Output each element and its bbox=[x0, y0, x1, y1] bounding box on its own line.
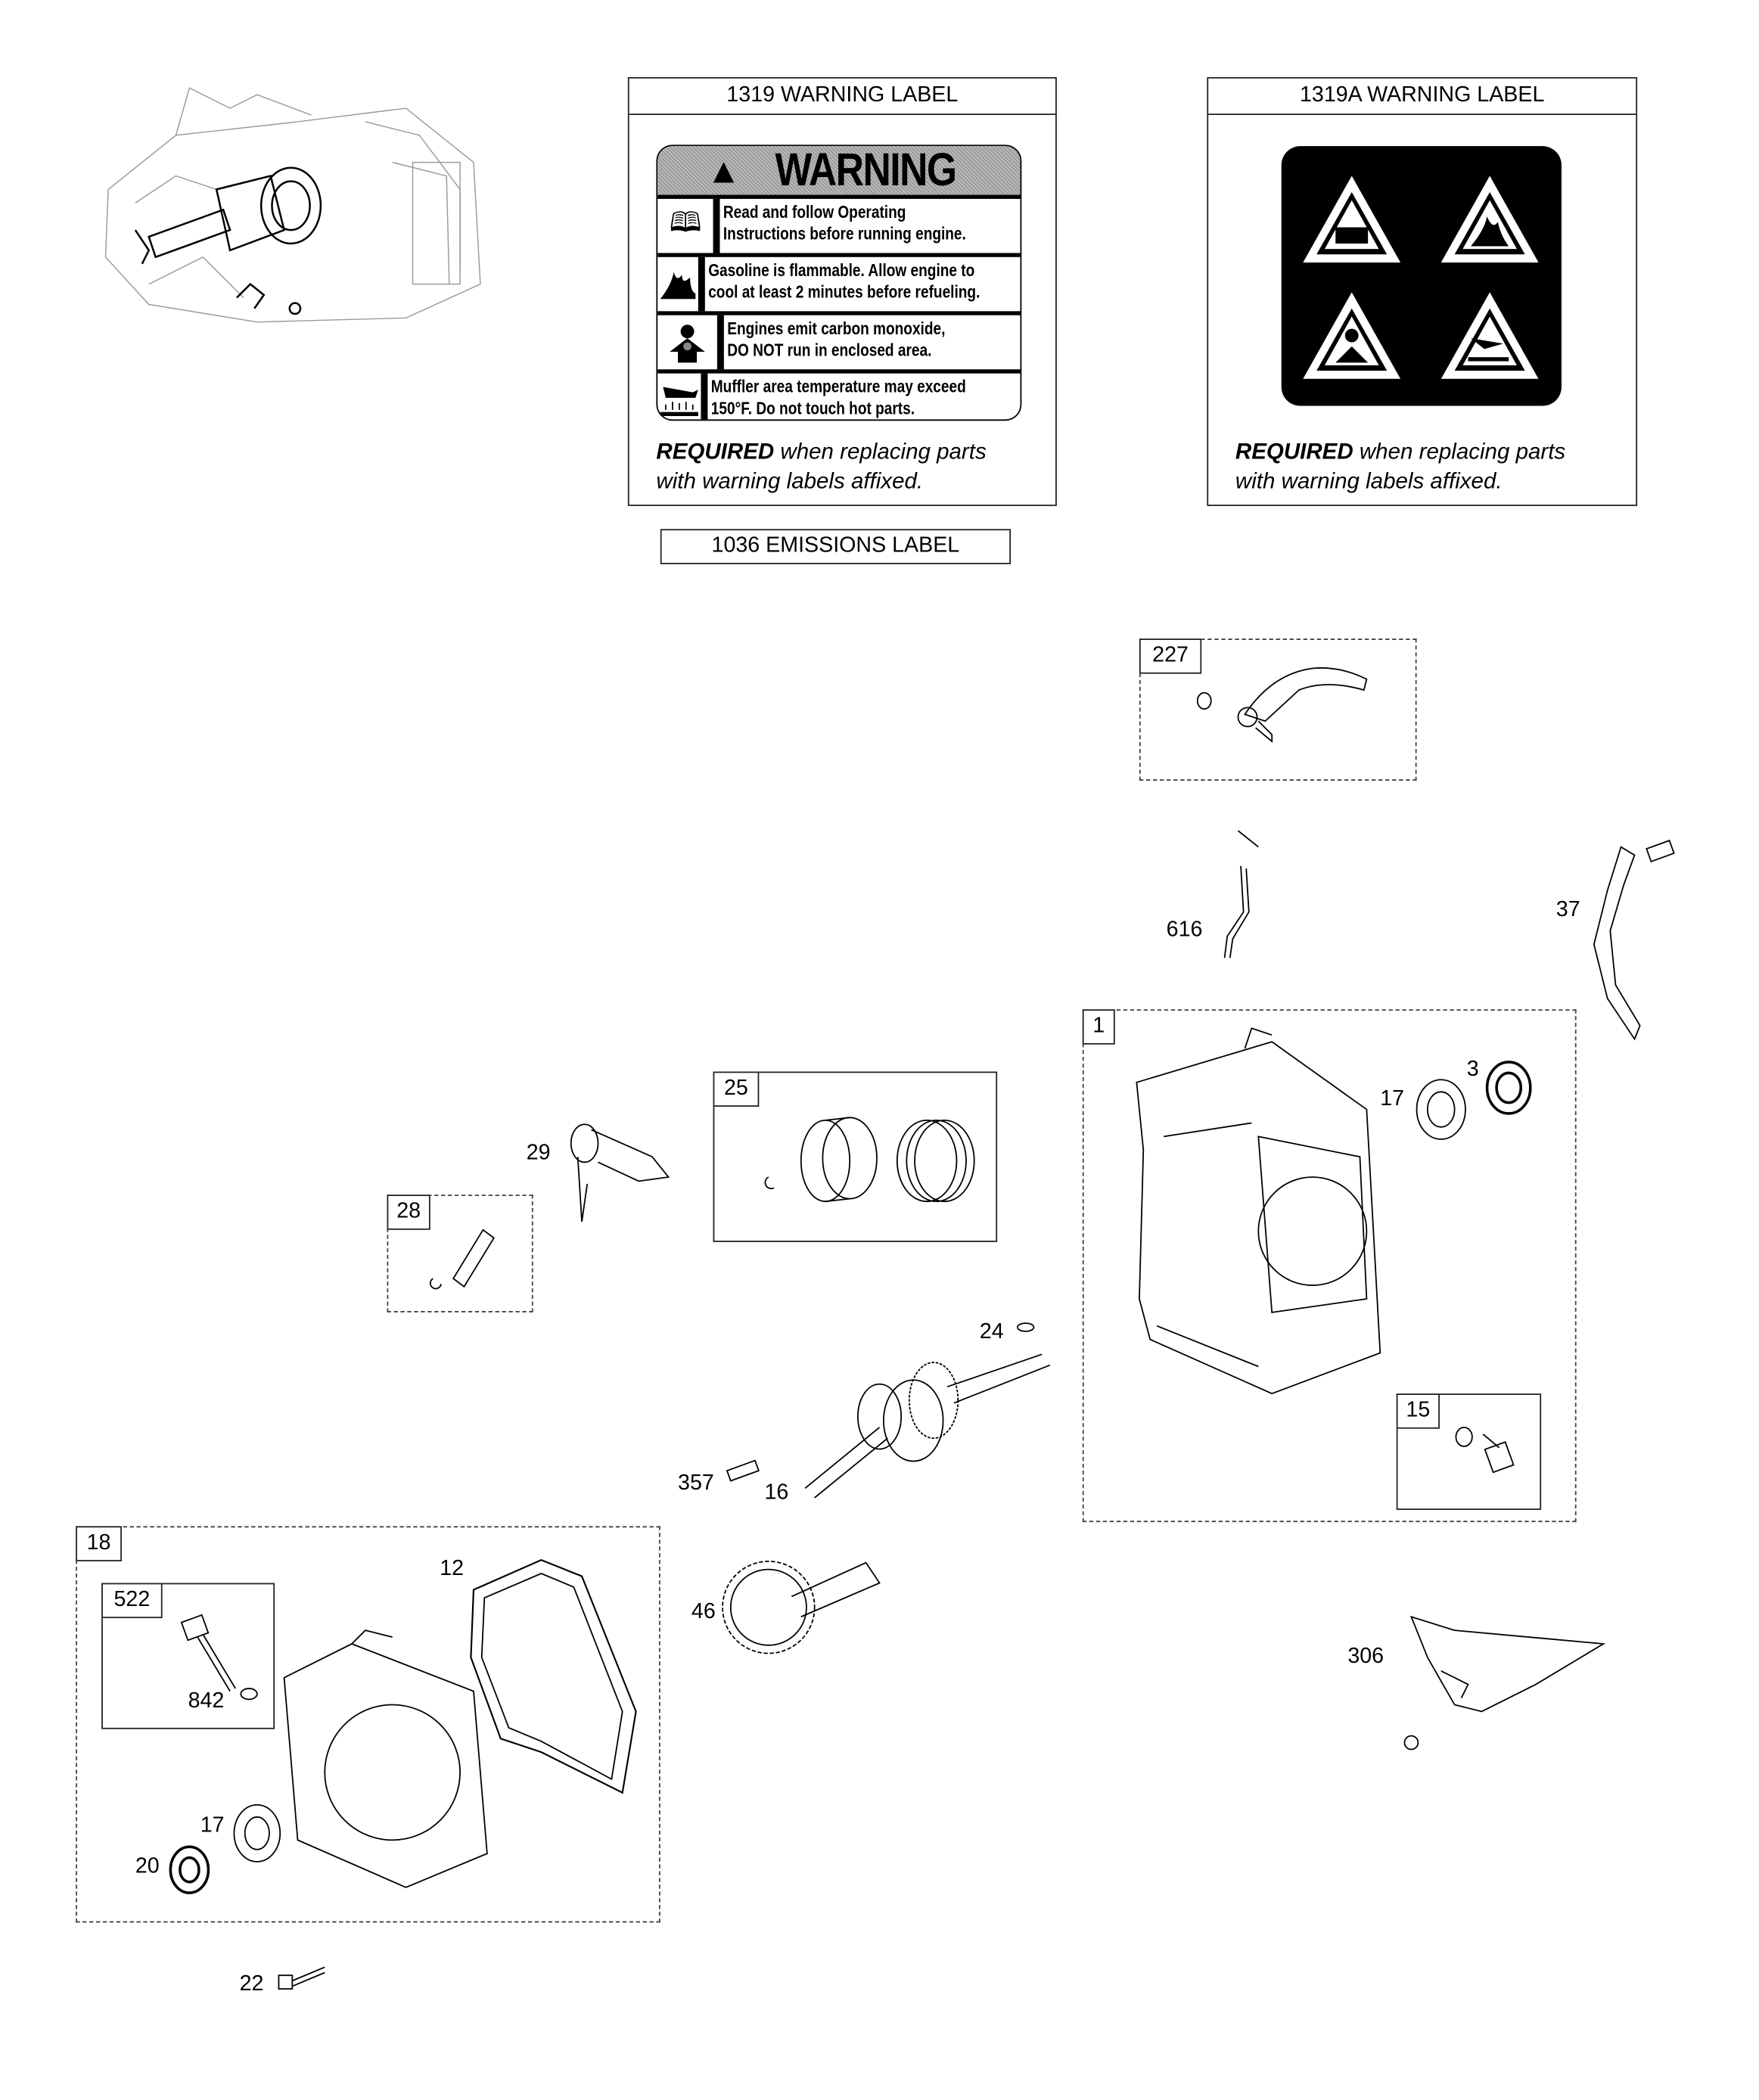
kit-15-group bbox=[1396, 1393, 1542, 1510]
kit-1-crankcase-group bbox=[1082, 1009, 1577, 1523]
kit-28-piston-pin-group bbox=[387, 1194, 533, 1312]
fire-icon bbox=[657, 256, 705, 312]
warning-triangle-icon: ▲ bbox=[706, 149, 741, 191]
callout-29[interactable]: 29 bbox=[526, 1142, 551, 1165]
callout-1[interactable]: 1 bbox=[1082, 1009, 1115, 1045]
book-icon bbox=[1303, 176, 1401, 262]
connecting-rod-part bbox=[570, 1123, 670, 1222]
oil-seal-part bbox=[169, 1845, 210, 1894]
air-guide-part bbox=[1593, 839, 1675, 1041]
pictogram-sticker bbox=[1281, 146, 1562, 406]
bearing-part bbox=[1416, 1079, 1466, 1140]
callout-357[interactable]: 357 bbox=[678, 1471, 714, 1496]
oil-seal-part bbox=[1485, 1061, 1532, 1115]
drain-plug-part bbox=[1455, 1426, 1515, 1474]
key-part bbox=[726, 1459, 760, 1482]
callout-25[interactable]: 25 bbox=[713, 1071, 760, 1107]
blower-housing-baffle-part bbox=[1403, 1615, 1606, 1751]
warning-label-1319a-title: 1319A WARNING LABEL bbox=[1208, 79, 1636, 116]
callout-842[interactable]: 842 bbox=[188, 1689, 225, 1713]
callout-22[interactable]: 22 bbox=[239, 1972, 264, 1996]
warning-heading: WARNING bbox=[774, 144, 957, 196]
callout-12[interactable]: 12 bbox=[440, 1557, 465, 1580]
callout-306[interactable]: 306 bbox=[1347, 1645, 1385, 1669]
kit-18-sump-group bbox=[76, 1526, 660, 1923]
sump-gasket-part bbox=[470, 1558, 637, 1794]
callout-37[interactable]: 37 bbox=[1555, 898, 1580, 921]
callout-46[interactable]: 46 bbox=[691, 1600, 716, 1624]
callout-16[interactable]: 16 bbox=[764, 1481, 789, 1505]
carbon-monoxide-icon bbox=[1303, 292, 1401, 379]
hot-surface-icon bbox=[657, 373, 708, 420]
callout-18[interactable]: 18 bbox=[76, 1526, 122, 1561]
piston-rings-part bbox=[764, 1117, 975, 1203]
sump-cover-part bbox=[283, 1629, 488, 1888]
governor-lever-part bbox=[1196, 667, 1368, 744]
callout-20[interactable]: 20 bbox=[135, 1855, 160, 1878]
engine-overview-illustration bbox=[104, 87, 481, 323]
hot-surface-icon bbox=[1440, 292, 1539, 379]
warning-row: Engines emit carbon monoxide,DO NOT run … bbox=[657, 315, 1021, 374]
crankcase-part bbox=[1136, 1027, 1381, 1395]
callout-28[interactable]: 28 bbox=[387, 1194, 430, 1230]
emissions-label-1036: 1036 EMISSIONS LABEL bbox=[660, 529, 1012, 564]
callout-17[interactable]: 17 bbox=[1380, 1087, 1405, 1111]
warning-label-1319-title: 1319 WARNING LABEL bbox=[629, 79, 1056, 116]
callout-17[interactable]: 17 bbox=[200, 1814, 225, 1837]
callout-616[interactable]: 616 bbox=[1166, 918, 1203, 942]
crankshaft-part bbox=[804, 1322, 1051, 1499]
callout-3[interactable]: 3 bbox=[1466, 1058, 1479, 1082]
screw-part bbox=[278, 1966, 325, 1990]
kit-227-group bbox=[1139, 638, 1417, 781]
governor-link-part bbox=[1223, 830, 1259, 958]
kit-25-piston-group bbox=[713, 1071, 998, 1242]
callout-522[interactable]: 522 bbox=[101, 1583, 163, 1619]
carbon-monoxide-icon bbox=[657, 315, 724, 370]
book-icon: 🕮 bbox=[657, 198, 720, 253]
dipstick-part bbox=[180, 1614, 258, 1701]
callout-24[interactable]: 24 bbox=[979, 1320, 1004, 1344]
kit-522-group bbox=[101, 1583, 275, 1729]
bearing-part bbox=[233, 1803, 281, 1862]
piston-pin-part bbox=[429, 1229, 495, 1290]
callout-15[interactable]: 15 bbox=[1396, 1393, 1440, 1429]
callout-227[interactable]: 227 bbox=[1139, 638, 1202, 674]
camshaft-part bbox=[722, 1561, 881, 1654]
warning-label-1319a-panel: 1319A WARNING LABEL REQUIRED when replac… bbox=[1207, 76, 1638, 506]
fire-icon bbox=[1440, 176, 1539, 262]
warning-label-1319-panel: 1319 WARNING LABEL ▲ WARNING 🕮Read and fo… bbox=[627, 76, 1057, 506]
